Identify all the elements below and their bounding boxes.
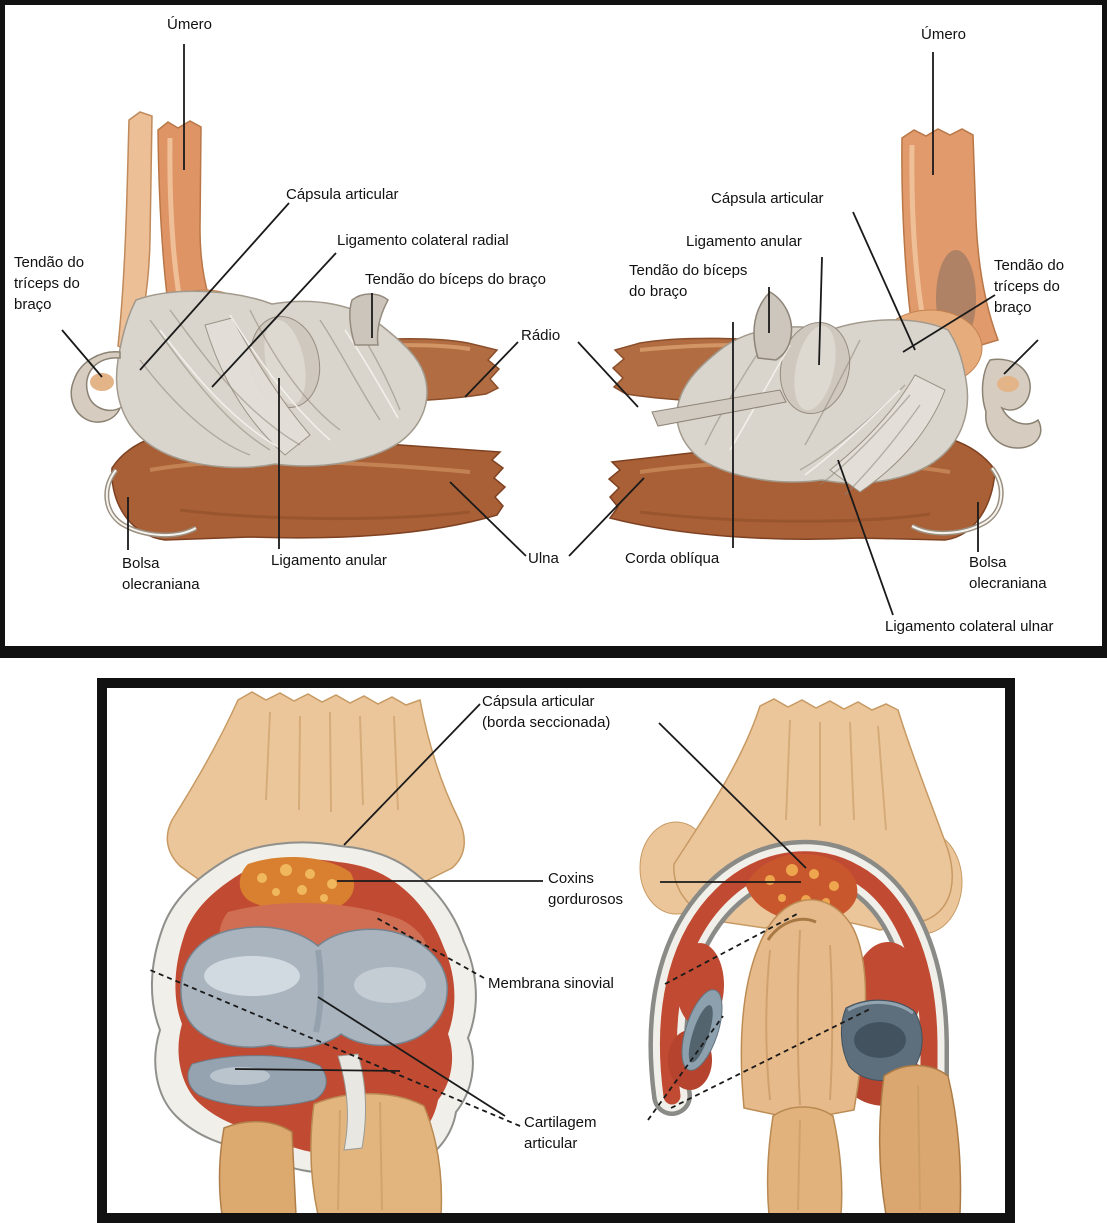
elbow-ligaments-lateral-left-illustration: [70, 111, 507, 541]
leader-lines-top: [61, 44, 1039, 616]
bottom-panel-frame: [97, 678, 1015, 1223]
elbow-joint-opened-anterior-illustration: [150, 691, 477, 1216]
label-capsula-borda-seccionada: Cápsula articular (borda seccionada): [482, 693, 611, 731]
label-tendao-biceps-left: Tendão do bíceps do braço: [365, 271, 546, 288]
label-tendao-biceps-right: Tendão do bíceps do braço: [629, 262, 748, 300]
label-tendao-triceps-left: Tendão do tríceps do braço: [14, 254, 85, 313]
label-umero-right: Úmero: [921, 26, 967, 43]
label-coxins-gordurosos: Coxins gordurosos: [548, 870, 624, 908]
label-ligamento-anular-right: Ligamento anular: [686, 233, 802, 250]
label-umero-left: Úmero: [167, 16, 213, 33]
label-ligamento-colateral-ulnar: Ligamento colateral ulnar: [885, 618, 1054, 635]
leader-lines-bottom: [149, 703, 873, 1127]
label-bolsa-olecraniana-right: Bolsa olecraniana: [969, 554, 1047, 592]
label-capsula-articular-right: Cápsula articular: [711, 190, 824, 207]
label-bolsa-olecraniana-left: Bolsa olecraniana: [122, 555, 200, 593]
label-tendao-triceps-right: Tendão do tríceps do braço: [994, 257, 1065, 316]
label-capsula-articular-left: Cápsula articular: [286, 186, 399, 203]
label-cartilagem-articular: Cartilagem articular: [524, 1114, 597, 1152]
label-corda-obliqua: Corda oblíqua: [625, 550, 720, 567]
elbow-joint-opened-posterior-illustration: [639, 698, 963, 1216]
top-panel-frame: [0, 0, 1107, 658]
label-radio: Rádio: [521, 327, 561, 344]
label-ligamento-colateral-radial: Ligamento colateral radial: [337, 232, 509, 249]
label-membrana-sinovial: Membrana sinovial: [488, 975, 614, 992]
label-ligamento-anular-left: Ligamento anular: [271, 552, 387, 569]
label-ulna: Ulna: [528, 550, 559, 567]
elbow-ligaments-medial-right-illustration: [607, 128, 1042, 541]
